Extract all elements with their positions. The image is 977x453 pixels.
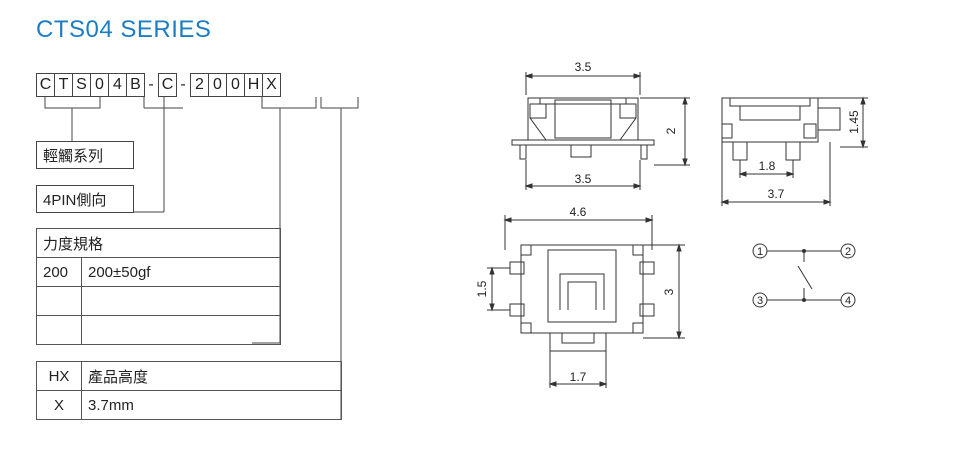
dim-top-width: 3.5 [575,60,592,74]
height-value: 3.7mm [81,390,342,420]
pn-dash: - [180,76,186,93]
force-value-empty [81,315,281,345]
pin-label: 2 [845,246,851,258]
force-header: 力度規格 [36,228,281,258]
pin-label: 4 [845,295,851,307]
dim-plan-height: 3 [662,288,676,295]
pin-label: 1 [757,246,763,258]
force-code-empty [36,315,82,345]
height-code-header: HX [36,361,82,391]
series-label: 輕觸系列 [36,141,134,169]
dim-plan-width: 4.6 [570,205,587,219]
force-code: 200 [36,257,82,287]
force-code-empty [36,286,82,316]
dim-side-height: 1.45 [847,110,861,134]
pn-char: B [126,73,145,97]
force-value: 200±50gf [81,257,281,287]
dim-side-width: 3.7 [768,187,785,201]
height-code: X [36,390,82,420]
dim-bottom-width: 3.5 [575,172,592,186]
pin-label: 3 [757,295,763,307]
force-value-empty [81,286,281,316]
pin-config-label: 4PIN側向 [36,185,134,213]
pn-dash: - [148,76,154,93]
pn-char: C [158,73,177,97]
dim-plan-stem: 1.7 [570,370,587,384]
height-header: 產品高度 [81,361,342,391]
pn-char: X [262,73,281,97]
dim-side-pitch: 1.8 [759,159,776,173]
height-table: HX 產品高度 X 3.7mm [36,361,342,420]
dim-plan-left: 1.5 [475,280,489,297]
part-number-code: C T S 0 4 B - C - 2 0 0 H X [36,73,281,97]
dim-height-2: 2 [664,127,678,134]
force-table: 力度規格 200 200±50gf [36,228,281,345]
series-title: CTS04 SERIES [36,16,212,43]
